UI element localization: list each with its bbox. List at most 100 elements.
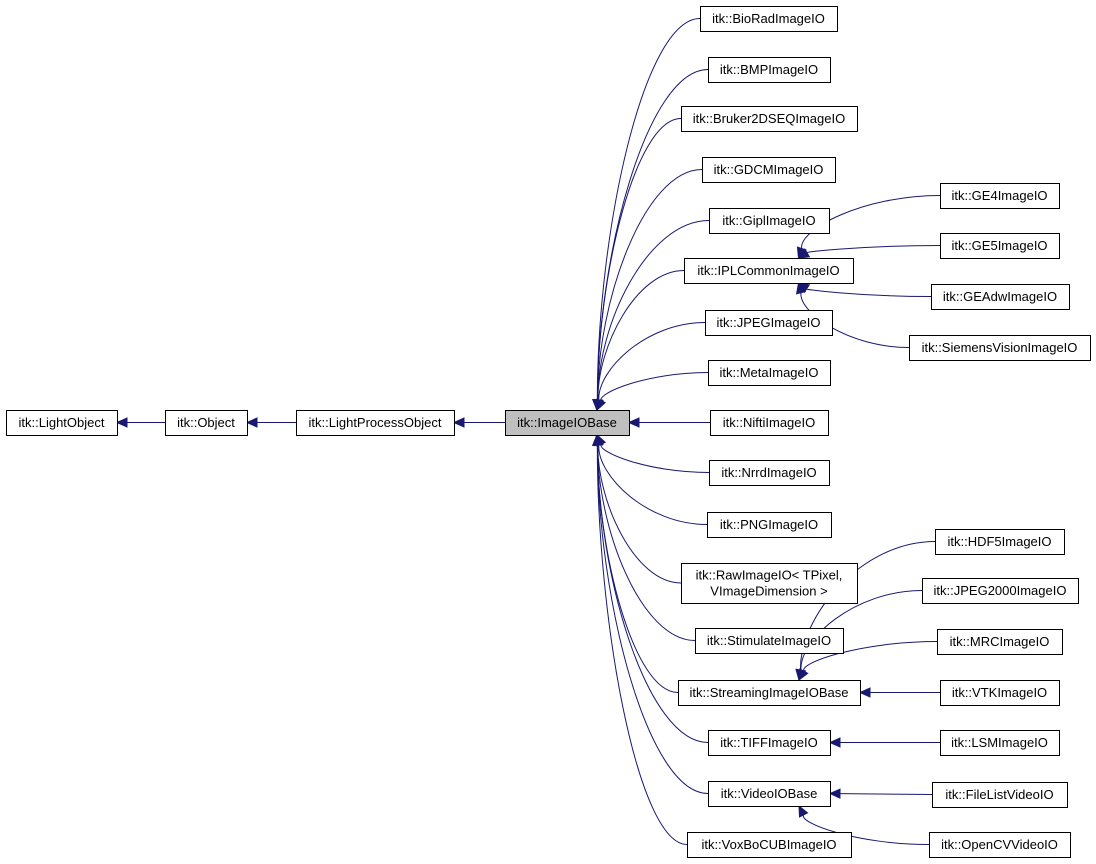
- edge-arrowhead: [797, 248, 811, 259]
- node-siemensvisionimageio[interactable]: itk::SiemensVisionImageIO: [909, 335, 1091, 361]
- edge-line: [600, 443, 710, 473]
- edge-arrowhead: [798, 804, 809, 818]
- node-layer: itk::LightObject itk::Object itk::LightPro…: [6, 6, 1091, 858]
- node-box: [705, 310, 833, 336]
- edge-arrowhead: [115, 417, 128, 428]
- node-box: [700, 6, 838, 32]
- node-iplcommonimageio[interactable]: itk::IPLCommonImageIO: [684, 258, 854, 284]
- edge-giplimageio-to-imageiobase: [592, 220, 710, 412]
- edge-line: [597, 444, 709, 743]
- edge-arrowhead: [627, 417, 640, 428]
- edge-niftiimageio-to-imageiobase: [627, 417, 710, 428]
- node-label: itk::LSMImageIO: [951, 735, 1048, 750]
- node-imageiobase[interactable]: itk::ImageIOBase: [505, 410, 630, 436]
- edge-line: [596, 444, 679, 693]
- node-box: [909, 335, 1091, 361]
- node-label: itk::StreamingImageIOBase: [690, 685, 849, 700]
- node-label: itk::MRCImageIO: [950, 634, 1050, 649]
- node-pngimageio[interactable]: itk::PNGImageIO: [707, 512, 832, 538]
- node-hdf5imageio[interactable]: itk::HDF5ImageIO: [935, 529, 1065, 555]
- node-label: itk::OpenCVVideoIO: [941, 837, 1058, 852]
- edge-line: [596, 118, 682, 401]
- node-filelistvideoio[interactable]: itk::FileListVideoIO: [932, 782, 1068, 808]
- node-box: [709, 460, 830, 486]
- node-label: itk::FileListVideoIO: [945, 787, 1053, 802]
- edge-object-to-lightobject: [115, 417, 165, 428]
- node-mrcimageio[interactable]: itk::MRCImageIO: [937, 629, 1063, 655]
- edge-metaimageio-to-imageiobase: [596, 372, 709, 412]
- node-box: [708, 730, 831, 756]
- edge-line: [597, 444, 696, 641]
- node-nrrdimageio[interactable]: itk::NrrdImageIO: [709, 460, 830, 486]
- edge-line: [597, 169, 703, 401]
- edge-arrowhead: [798, 668, 809, 682]
- edge-line: [596, 18, 701, 401]
- node-giplimageio[interactable]: itk::GiplImageIO: [709, 208, 830, 234]
- node-ge5imageio[interactable]: itk::GE5ImageIO: [940, 233, 1060, 259]
- edge-nrrdimageio-to-imageiobase: [596, 433, 710, 473]
- node-box: [708, 57, 831, 83]
- edge-geadwimageio-to-iplcommonimageio: [797, 282, 932, 297]
- edge-filelistvideoio-to-videoiobase: [828, 788, 933, 799]
- node-label: itk::IPLCommonImageIO: [697, 263, 839, 278]
- edge-bioradimageio-to-imageiobase: [592, 18, 701, 412]
- node-box: [702, 157, 836, 183]
- node-label: itk::MetaImageIO: [720, 365, 819, 380]
- edge-arrowhead: [245, 417, 258, 428]
- node-lightobject[interactable]: itk::LightObject: [6, 410, 118, 436]
- node-geadwimageio[interactable]: itk::GEAdwImageIO: [931, 284, 1070, 310]
- node-label: itk::NrrdImageIO: [721, 465, 816, 480]
- edge-rawimageio-to-imageiobase: [592, 433, 682, 584]
- node-lsmimageio[interactable]: itk::LSMImageIO: [940, 730, 1060, 756]
- node-label: itk::JPEG2000ImageIO: [934, 583, 1067, 598]
- node-label: itk::NiftiImageIO: [723, 415, 815, 430]
- node-lightprocessobject[interactable]: itk::LightProcessObject: [296, 410, 455, 436]
- node-gdcmimageio[interactable]: itk::GDCMImageIO: [702, 157, 836, 183]
- node-label: itk::LightObject: [19, 415, 105, 430]
- node-box: [684, 258, 854, 284]
- edge-arrowhead: [828, 737, 841, 748]
- edge-ge5imageio-to-iplcommonimageio: [797, 245, 941, 259]
- edge-iplcommonimageio-to-imageiobase: [592, 270, 685, 412]
- node-label: itk::StimulateImageIO: [707, 633, 831, 648]
- node-box: [296, 410, 455, 436]
- edge-lightprocessobject-to-object: [245, 417, 296, 428]
- node-box: [932, 782, 1068, 808]
- edge-line: [805, 245, 941, 254]
- node-bruker2dseqimageio[interactable]: itk::Bruker2DSEQImageIO: [681, 106, 858, 132]
- edge-jpegimageio-to-imageiobase: [593, 322, 706, 412]
- node-rawimageio[interactable]: itk::RawImageIO< TPixel,VImageDimension …: [681, 563, 858, 604]
- node-jpegimageio[interactable]: itk::JPEGImageIO: [705, 310, 833, 336]
- node-bmpimageio[interactable]: itk::BMPImageIO: [708, 57, 831, 83]
- edge-arrowhead: [796, 281, 807, 295]
- node-vtkimageio[interactable]: itk::VTKImageIO: [940, 680, 1060, 706]
- node-label: VImageDimension >: [710, 584, 827, 599]
- node-label: itk::PNGImageIO: [720, 517, 818, 532]
- node-label: itk::BMPImageIO: [720, 62, 818, 77]
- node-voxbocubimageio[interactable]: itk::VoxBoCUBImageIO: [687, 832, 852, 858]
- node-opencvvideoio[interactable]: itk::OpenCVVideoIO: [929, 832, 1071, 858]
- edge-line: [596, 444, 688, 845]
- node-streamingimageiobase[interactable]: itk::StreamingImageIOBase: [678, 680, 861, 706]
- node-videoiobase[interactable]: itk::VideoIOBase: [708, 781, 831, 807]
- node-niftiimageio[interactable]: itk::NiftiImageIO: [710, 410, 829, 436]
- node-bioradimageio[interactable]: itk::BioRadImageIO: [700, 6, 838, 32]
- edge-line: [598, 322, 706, 401]
- node-label: itk::RawImageIO< TPixel,: [696, 568, 843, 583]
- node-ge4imageio[interactable]: itk::GE4ImageIO: [940, 183, 1060, 209]
- edge-arrowhead: [596, 398, 607, 412]
- node-jpeg2000imageio[interactable]: itk::JPEG2000ImageIO: [922, 578, 1079, 604]
- node-label: itk::GE5ImageIO: [951, 238, 1047, 253]
- node-tiffimageio[interactable]: itk::TIFFImageIO: [708, 730, 831, 756]
- node-box: [165, 410, 248, 436]
- node-stimulateimageio[interactable]: itk::StimulateImageIO: [695, 628, 844, 654]
- node-box: [922, 578, 1079, 604]
- node-box: [709, 208, 830, 234]
- node-object[interactable]: itk::Object: [165, 410, 248, 436]
- edge-gdcmimageio-to-imageiobase: [592, 169, 703, 412]
- node-box: [940, 680, 1060, 706]
- edge-line: [598, 444, 708, 525]
- node-box: [707, 512, 832, 538]
- node-metaimageio[interactable]: itk::MetaImageIO: [708, 360, 831, 386]
